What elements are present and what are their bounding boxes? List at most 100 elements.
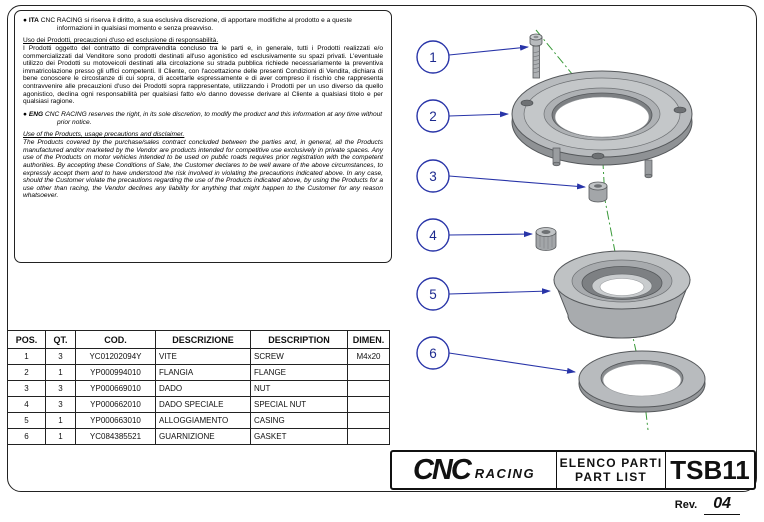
parts-table: POS. QT. COD. DESCRIZIONE DESCRIPTION DI… (7, 330, 390, 445)
cell-description: FLANGE (250, 364, 348, 381)
eng-intro-text: CNC RACING reserves the right, in its so… (44, 111, 383, 126)
ita-intro-paragraph: ● ITA CNC RACING si riserva il diritto, … (23, 17, 383, 32)
table-row: 4 3 YP000662010 DADO SPECIALE SPECIAL NU… (7, 396, 390, 413)
cell-pos: 2 (7, 364, 46, 381)
screw-part (529, 33, 543, 79)
leader-arrow-3 (448, 175, 586, 190)
cell-descrizione: FLANGIA (155, 364, 251, 381)
cell-pos: 6 (7, 428, 46, 445)
table-row: 5 1 YP000663010 ALLOGGIAMENTO CASING (7, 412, 390, 429)
col-header-descrizione: DESCRIZIONE (155, 330, 251, 349)
eng-intro-paragraph: ● ENG CNC RACING reserves the right, in … (23, 111, 383, 126)
nut-part (588, 181, 608, 203)
ita-body: I Prodotti oggetto del contratto di comp… (23, 44, 383, 106)
cell-description: CASING (250, 412, 348, 429)
callout-circle-2 (416, 99, 450, 133)
table-row: 2 1 YP000994010 FLANGIA FLANGE (7, 364, 390, 381)
cell-dimension (347, 412, 390, 429)
doc-code: TSB11 (670, 454, 750, 485)
cell-code: YC01202094Y (75, 348, 156, 365)
cell-dimension: M4x20 (347, 348, 390, 365)
cell-pos: 3 (7, 380, 46, 397)
special-nut-part (535, 227, 557, 251)
cell-descrizione: VITE (155, 348, 251, 365)
casing-part (553, 250, 691, 339)
cell-code: YP000663010 (75, 412, 156, 429)
cell-descrizione: ALLOGGIAMENTO (155, 412, 251, 429)
cell-pos: 1 (7, 348, 46, 365)
cell-pos: 5 (7, 412, 46, 429)
eng-heading: Use of the Products, usage precautions a… (23, 131, 185, 139)
exploded-view-diagram: 1 2 3 4 5 6 (416, 29, 706, 431)
callout-balloons: 1 2 3 4 5 6 (416, 40, 450, 370)
leader-arrow-6 (448, 352, 576, 374)
cell-code: YP000669010 (75, 380, 156, 397)
cell-qty: 3 (45, 348, 76, 365)
parts-table-header-row: POS. QT. COD. DESCRIZIONE DESCRIPTION DI… (7, 330, 390, 349)
rev-label: Rev. (674, 499, 698, 511)
cell-dimension (347, 364, 390, 381)
cell-code: YP000662010 (75, 396, 156, 413)
cell-descrizione: GUARNIZIONE (155, 428, 251, 445)
cell-descrizione: DADO SPECIALE (155, 396, 251, 413)
callout-circle-5 (416, 277, 450, 311)
cell-description: GASKET (250, 428, 348, 445)
ita-bullet: ● ITA (23, 17, 39, 24)
parts-table-body: 1 3 YC01202094Y VITE SCREW M4x20 2 1 YP0… (7, 348, 390, 445)
cell-qty: 1 (45, 412, 76, 429)
callout-number-3: 3 (429, 169, 437, 184)
cell-pos: 4 (7, 396, 46, 413)
col-header-description: DESCRIPTION (250, 330, 348, 349)
callout-number-6: 6 (429, 346, 437, 361)
cell-description: NUT (250, 380, 348, 397)
col-header-code: COD. (75, 330, 156, 349)
flange-studs (552, 147, 653, 179)
rev-value: 04 (704, 495, 740, 515)
leader-arrow-2 (448, 111, 509, 118)
page-frame (7, 5, 757, 492)
callout-circle-6 (416, 336, 450, 370)
cell-qty: 1 (45, 428, 76, 445)
eng-bullet: ● ENG (23, 111, 44, 119)
ita-heading: Uso dei Prodotti, precauzioni d'uso ed e… (23, 37, 219, 45)
cell-dimension (347, 380, 390, 397)
table-row: 3 3 YP000669010 DADO NUT (7, 380, 390, 397)
callout-number-2: 2 (429, 109, 437, 124)
flange-bolt-holes (520, 99, 687, 160)
leader-lines (448, 44, 586, 374)
table-row: 1 3 YC01202094Y VITE SCREW M4x20 (7, 348, 390, 365)
leader-arrow-4 (448, 231, 533, 238)
cell-qty: 1 (45, 364, 76, 381)
leader-arrow-1 (448, 44, 529, 56)
cell-description: SCREW (250, 348, 348, 365)
brand-cnc-text: CNC (412, 453, 472, 486)
gasket-part (578, 350, 706, 413)
cell-code: YP000994010 (75, 364, 156, 381)
callout-circle-1 (416, 40, 450, 74)
brand-racing-text: RACING (474, 465, 536, 481)
col-header-pos: POS. (7, 330, 46, 349)
cell-descrizione: DADO (155, 380, 251, 397)
cnc-racing-logo: CNC RACING (392, 452, 556, 488)
callout-number-4: 4 (429, 228, 437, 243)
part-list-title: ELENCO PARTI PART LIST (556, 452, 666, 488)
col-header-dimension: DIMEN. (347, 330, 390, 349)
title-block: CNC RACING ELENCO PARTI PART LIST TSB11 (390, 450, 756, 490)
table-row: 6 1 YC084385521 GUARNIZIONE GASKET (7, 428, 390, 445)
elenco-parti-label: ELENCO PARTI (559, 455, 663, 470)
ita-intro-text: CNC RACING si riserva il diritto, a sua … (40, 17, 352, 32)
cell-dimension (347, 396, 390, 413)
leader-arrow-5 (448, 288, 551, 295)
cell-description: SPECIAL NUT (250, 396, 348, 413)
disclaimer-box: ● ITA CNC RACING si riserva il diritto, … (14, 10, 392, 263)
cell-qty: 3 (45, 396, 76, 413)
part-list-label: PART LIST (575, 470, 647, 484)
cell-dimension (347, 428, 390, 445)
eng-body: The Products covered by the purchase/sal… (23, 138, 383, 200)
flange-part (511, 70, 693, 179)
callout-circle-4 (416, 218, 450, 252)
callout-number-5: 5 (429, 287, 437, 302)
callout-number-1: 1 (429, 50, 437, 65)
cell-code: YC084385521 (75, 428, 156, 445)
revision: Rev. 04 (675, 495, 740, 515)
